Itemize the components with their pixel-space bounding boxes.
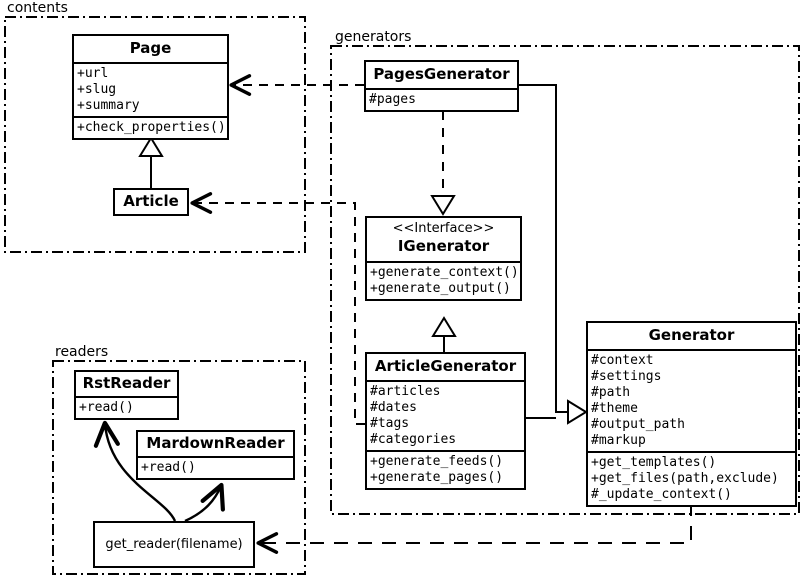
- class-operations-page: +check_properties(): [74, 116, 227, 138]
- attribute: +url: [77, 66, 109, 82]
- class-operations-rst-reader: +read(): [76, 396, 177, 418]
- attribute: #context: [591, 353, 654, 369]
- attribute: #markup: [591, 433, 646, 449]
- function-box-get-reader[interactable]: get_reader(filename): [93, 521, 255, 568]
- relation-article-inherits-page: [138, 136, 164, 188]
- operation: +get_files(path,exclude): [591, 471, 779, 487]
- class-operations-igenerator: +generate_context() +generate_output(): [367, 261, 520, 299]
- attribute: #path: [591, 385, 631, 401]
- relation-articlegenerator-uses-article: [190, 192, 365, 425]
- attribute: +summary: [77, 98, 140, 114]
- operation: +generate_context(): [370, 265, 519, 281]
- class-box-page[interactable]: Page +url +slug +summary +check_properti…: [72, 34, 229, 141]
- operation: +generate_output(): [370, 281, 511, 297]
- class-name-page: Page: [129, 39, 172, 57]
- class-operations-article-generator: +generate_feeds() +generate_pages(): [367, 450, 524, 488]
- relation-pagesgenerator-inherits-generator: [519, 84, 588, 425]
- class-operations-mardown-reader: +read(): [138, 456, 293, 478]
- class-attributes-article-generator: #articles #dates #tags #categories: [367, 380, 524, 450]
- class-attributes-pages-generator: #pages: [366, 88, 517, 110]
- package-label-readers: readers: [52, 344, 112, 360]
- class-box-article-generator[interactable]: ArticleGenerator #articles #dates #tags …: [365, 352, 526, 491]
- class-box-generator[interactable]: Generator #context #settings #path #them…: [586, 321, 797, 508]
- class-name-igenerator: IGenerator: [397, 236, 490, 255]
- attribute: +slug: [77, 82, 117, 98]
- class-name-article-generator: ArticleGenerator: [374, 357, 517, 375]
- attribute: #dates: [370, 400, 417, 416]
- class-box-rst-reader[interactable]: RstReader +read(): [74, 370, 179, 421]
- class-stereotype-igenerator: <<Interface>>: [392, 221, 495, 236]
- class-attributes-page: +url +slug +summary: [74, 62, 227, 116]
- operation: #_update_context(): [591, 487, 732, 503]
- attribute: #pages: [369, 92, 416, 108]
- operation: +check_properties(): [77, 120, 226, 136]
- relation-generator-uses-getreader: [256, 502, 692, 554]
- operation: +read(): [141, 460, 196, 476]
- class-operations-generator: +get_templates() +get_files(path,exclude…: [588, 451, 795, 505]
- class-name-pages-generator: PagesGenerator: [373, 65, 510, 83]
- operation: +generate_feeds(): [370, 454, 504, 470]
- operation: +get_templates(): [591, 455, 717, 471]
- function-label-get-reader: get_reader(filename): [105, 537, 243, 552]
- class-name-generator: Generator: [648, 326, 735, 344]
- attribute: #tags: [370, 416, 410, 432]
- class-name-mardown-reader: MardownReader: [146, 434, 285, 452]
- attribute: #articles: [370, 384, 441, 400]
- relation-articlegenerator-realizes-igenerator: [431, 316, 457, 352]
- package-label-contents: contents: [4, 0, 71, 16]
- attribute: #categories: [370, 432, 457, 448]
- class-name-rst-reader: RstReader: [82, 374, 171, 392]
- attribute: #settings: [591, 369, 662, 385]
- class-box-mardown-reader[interactable]: MardownReader +read(): [136, 430, 295, 481]
- class-header-igenerator: <<Interface>> IGenerator: [367, 218, 520, 261]
- attribute: #theme: [591, 401, 638, 417]
- relation-pagesgenerator-realizes-igenerator: [430, 111, 456, 216]
- class-box-pages-generator[interactable]: PagesGenerator #pages: [364, 60, 519, 113]
- operation: +generate_pages(): [370, 470, 504, 486]
- class-box-igenerator[interactable]: <<Interface>> IGenerator +generate_conte…: [365, 216, 522, 302]
- attribute: #output_path: [591, 417, 685, 433]
- operation: +read(): [79, 400, 134, 416]
- class-name-article: Article: [123, 192, 179, 210]
- class-attributes-generator: #context #settings #path #theme #output_…: [588, 349, 795, 451]
- package-label-generators: generators: [332, 29, 415, 45]
- relation-getreader-returns-mardownreader: [184, 482, 225, 523]
- class-box-article[interactable]: Article: [113, 188, 189, 217]
